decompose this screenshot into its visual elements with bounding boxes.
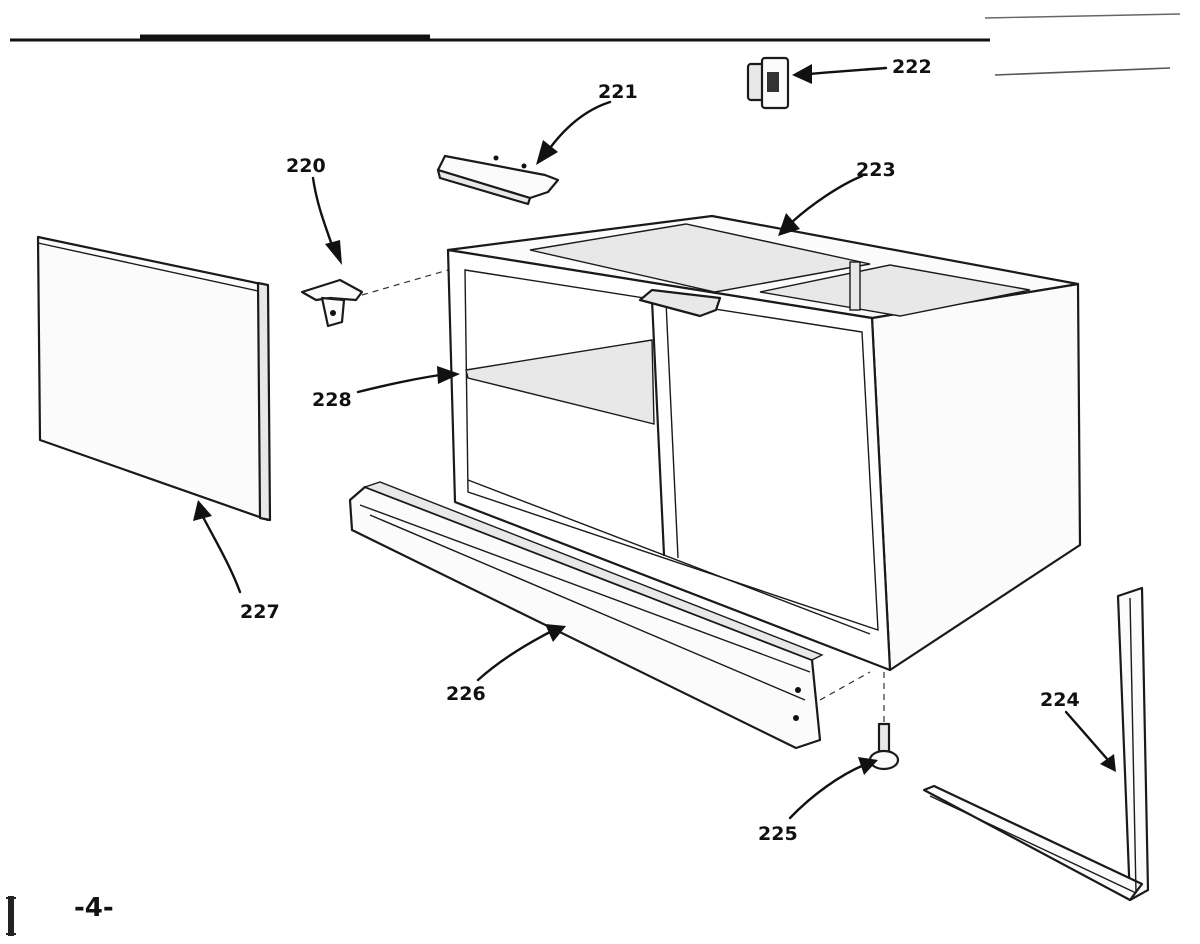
page-number: -4- (74, 893, 114, 923)
label-221: 221 (598, 81, 638, 103)
base-rail-part (348, 481, 871, 750)
part-labels: 220 221 222 223 224 225 226 227 228 (240, 56, 1080, 845)
corner-trim-part (922, 586, 1150, 902)
label-225: 225 (758, 823, 798, 845)
label-222: 222 (892, 56, 932, 78)
label-227: 227 (240, 601, 280, 623)
header-rule (10, 13, 1181, 76)
label-228: 228 (312, 389, 352, 411)
front-panel-part (36, 235, 272, 522)
screw-part (868, 672, 900, 771)
top-bracket-part (436, 154, 560, 206)
hinge-bracket-part (300, 267, 456, 328)
cabinet-body-part (446, 214, 1082, 672)
clip-part (746, 56, 790, 110)
page-footer: -4- (6, 893, 114, 936)
callout-arrows (193, 64, 1116, 820)
label-226: 226 (446, 683, 486, 705)
label-224: 224 (1040, 689, 1080, 711)
label-223: 223 (856, 159, 896, 181)
label-220: 220 (286, 155, 326, 177)
